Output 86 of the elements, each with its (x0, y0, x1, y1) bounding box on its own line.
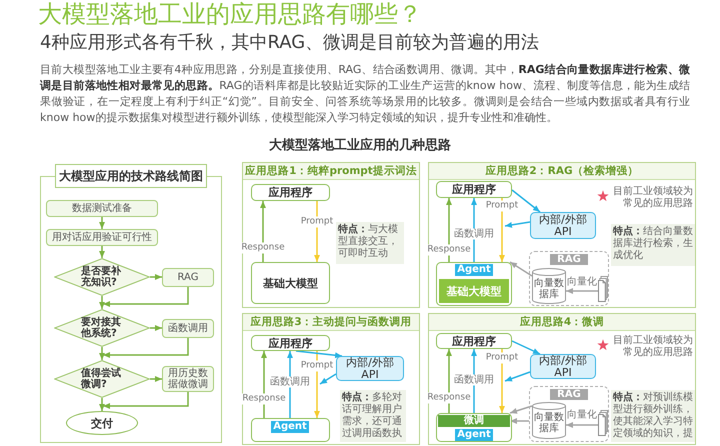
subtitle: 4种应用形式各有千秋，其中RAG、微调是目前较为普遍的用法 (40, 31, 540, 55)
arrow (103, 338, 189, 358)
note-text: 目前工业领域较为常见的应用思路 (612, 335, 693, 359)
flowchart-panel (40, 164, 222, 443)
edge-label: Response (241, 394, 287, 404)
edge-label: 向量化 (566, 276, 598, 288)
arrow (504, 371, 530, 382)
model-box (436, 413, 512, 442)
api-box: 内部/外部 API (530, 212, 596, 239)
decision-diamond: 要对接其他系统? (54, 309, 150, 347)
process-box: 应用程序 (251, 184, 330, 201)
model-band: 基础大模型 (439, 279, 509, 303)
model-box (436, 262, 512, 306)
panel-header: 应用思路1：纯粹prompt提示词法 (243, 163, 419, 180)
panel-header: 应用思路2：RAG（检索增强） (429, 163, 695, 180)
api-box: 内部/外部 API (336, 356, 404, 381)
edge-label: 函数调用 (453, 228, 495, 240)
edge-label: Response (426, 244, 472, 256)
arrow (99, 217, 105, 229)
arrow (99, 246, 105, 258)
approach-panel (242, 162, 420, 308)
group-label: RAG (550, 389, 588, 400)
terminal-ellipse: 交付 (66, 411, 138, 435)
decision-diamond: 值得尝试微调? (54, 360, 150, 398)
document-icon (598, 276, 608, 302)
finetune-band: 微调 (438, 415, 510, 427)
agent-band: Agent (455, 264, 493, 276)
database-cylinder: 向量数据库 (532, 402, 566, 439)
edge-label: Response (240, 242, 286, 254)
approach-panel (428, 313, 696, 445)
process-box: 函数调用 (162, 319, 214, 338)
agent-band: Agent (271, 421, 309, 433)
arrow (510, 405, 532, 414)
arrow (296, 350, 342, 358)
approach-panel (242, 313, 420, 445)
feature-note: 特点：对预训练模型进行额外训练，使其能深入学习特定领域的知识，提 (611, 390, 695, 442)
arrow (99, 347, 105, 360)
panel-title: 大模型应用的技术路线简图 (55, 164, 207, 188)
process-box: 应用程序 (436, 333, 512, 349)
process-box: 用对话应用验证可行性 (46, 229, 158, 246)
arrow (150, 325, 162, 331)
arrow (512, 189, 540, 213)
approach-panel (428, 162, 696, 308)
page-title: 大模型落地工业的应用思路有哪些？ (38, 0, 422, 28)
edge-label: Prompt (484, 352, 520, 364)
arrow (150, 274, 162, 280)
arrow (103, 392, 189, 409)
process-box: 基础大模型 (251, 262, 330, 304)
group-label: RAG (550, 254, 588, 265)
panel-header: 应用思路3：主动提问与函数调用 (243, 314, 419, 331)
process-box: 用历史数据做微调 (162, 366, 214, 392)
arrow (99, 398, 105, 411)
arrow (566, 288, 598, 294)
edge-label: 函数调用 (269, 376, 311, 388)
edge-label: Prompt (484, 200, 520, 212)
panel-header: 应用思路4：微调 (429, 314, 695, 331)
note-text: 目前工业领域较为常见的应用思路 (612, 186, 693, 210)
api-box: 内部/外部 API (530, 354, 596, 379)
arrow (504, 221, 530, 228)
arrow (103, 287, 189, 307)
arrow (99, 296, 105, 309)
edge-label: Response (426, 392, 472, 404)
feature-note: 特点：与大模型直接交互，可即时互动 (336, 222, 404, 264)
document-icon (598, 410, 608, 436)
arrow (510, 261, 532, 277)
edge-label: 向量化 (566, 410, 598, 420)
body-text: 目前大模型落地工业主要有4种应用思路，分别是直接使用、RAG、结合函数调用、微调。其中，RAG结合向量数据库进行检索、微调是目前落地性相对最常见的思路。RAG的语料库都是比较贴近实际的工业生产运营的know how、流程、制度等信息，能为生成结果做验证，在一定程度上有利于纠正“幻觉”。目前安全、问答系统等场景用的比较多。微调则是会结合一些域内数据或者具有行业know how的提示数据集对模型进行额外训练，使模型能深入学习特定领域的知识，提升专业性和准确性。 (40, 62, 690, 126)
arrow (566, 422, 598, 428)
process-box: 应用程序 (251, 335, 330, 351)
model-box (251, 418, 330, 442)
arrow (320, 373, 336, 385)
process-box: RAG (162, 268, 214, 287)
edge-label: Prompt (300, 360, 334, 372)
agent-band: Agent (455, 429, 493, 441)
database-cylinder: 向量数据库 (532, 268, 566, 304)
section-heading: 大模型落地工业应用的几种思路 (269, 138, 451, 154)
feature-note: 特点：结合向量数据库进行检索，生成优化 (611, 224, 695, 266)
process-box: 数据测试准备 (46, 200, 158, 217)
process-box: 应用程序 (436, 181, 512, 198)
arrow (150, 376, 162, 382)
decision-diamond: 是否要补充知识? (54, 258, 150, 296)
arrow (510, 418, 529, 424)
feature-note: 特点：多轮对话可理解用户需求，还可通过调用函数执 (340, 390, 406, 442)
arrow (512, 340, 540, 355)
edge-label: 函数调用 (453, 374, 495, 386)
edge-label: Prompt (300, 216, 334, 228)
